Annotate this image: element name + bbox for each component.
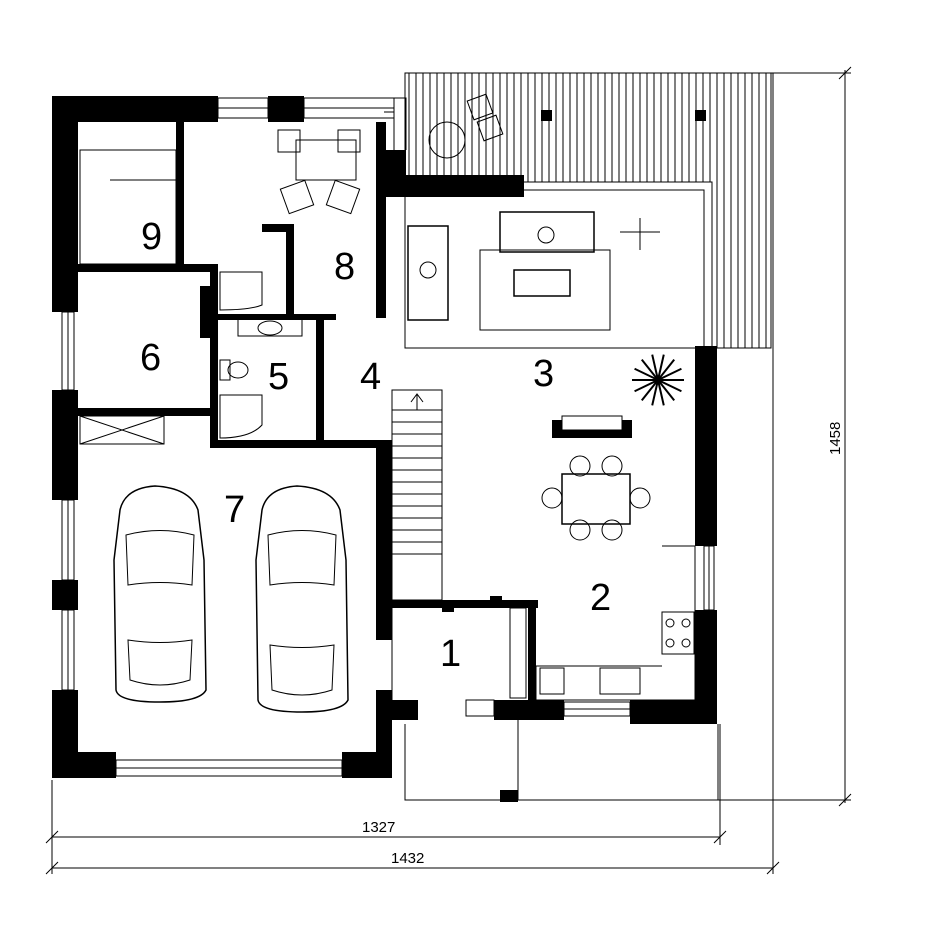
plant-leaf [657,379,682,393]
dimension-outer-width: 1432 [391,850,424,867]
plant-leaf [641,379,659,401]
kitchen-counter [535,545,696,701]
room-label-5: 5 [268,356,289,398]
room-label-4: 4 [360,356,381,398]
exterior-walls [52,96,717,802]
plant-leaf [634,367,659,381]
wardrobe [79,149,177,265]
dimension-height: 1458 [827,422,844,455]
plant-leaf [651,379,659,406]
dimension-lines: 1327 1432 1458 [45,66,852,875]
car-right [255,485,349,713]
plant-leaf [657,359,675,381]
staircase [391,389,443,601]
room-label-9: 9 [141,216,162,258]
room-label-7: 7 [224,489,245,531]
plant-leaf [657,379,665,406]
car-left [113,485,207,703]
room-label-1: 1 [440,633,461,675]
terrace-deck [404,72,772,349]
plant-leaf [657,367,682,381]
terrace-pillars [541,110,706,121]
room8-furniture [277,129,361,215]
room-label-8: 8 [334,246,355,288]
plant-leaf [634,379,659,393]
plant-leaf [651,354,659,381]
interior-walls [52,122,538,700]
room-label-2: 2 [590,577,611,619]
plant-leaf [657,354,665,381]
storage-box [79,415,165,445]
plant-leaf [641,359,659,381]
windows [61,97,715,777]
bathroom-fixtures [219,271,303,439]
room-labels: 1 2 3 4 5 6 7 8 9 [140,216,611,675]
living-furniture [407,211,684,438]
dining-table [541,455,651,541]
room-label-6: 6 [140,337,161,379]
plant-leaf [657,379,675,401]
dimension-inner-width: 1327 [362,819,395,836]
terrace-furniture [428,93,504,159]
plant [632,354,684,406]
room-label-3: 3 [533,353,554,395]
